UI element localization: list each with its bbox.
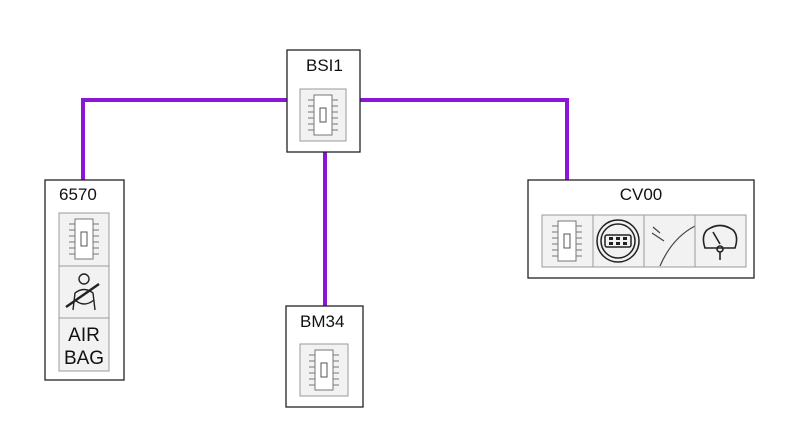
node-cv00-chip-panel bbox=[541, 214, 594, 268]
node-cv00-steering-panel bbox=[592, 214, 645, 268]
seatbelt-person-icon bbox=[65, 273, 100, 311]
node-bm34[interactable]: BM34 bbox=[285, 305, 364, 408]
node-cv00-gauge-panel bbox=[694, 214, 747, 268]
node-bsi1-chip-panel bbox=[299, 88, 347, 142]
airbag-caption-line-2: BAG bbox=[64, 348, 104, 369]
wire-group bbox=[81, 98, 569, 306]
node-bsi1-label: BSI1 bbox=[306, 56, 343, 75]
steering-wheel-icon bbox=[596, 219, 640, 263]
node-6570-chip-panel bbox=[58, 212, 110, 267]
node-6570-seatbelt-panel bbox=[58, 265, 110, 319]
node-bsi1[interactable]: BSI1 bbox=[286, 49, 361, 153]
node-cv00-label: CV00 bbox=[620, 185, 663, 204]
node-6570-caption-panel: AIR BAG bbox=[58, 317, 110, 372]
wire-bsi1-to-6570 bbox=[81, 98, 287, 180]
node-cv00-wiper-panel bbox=[643, 214, 696, 268]
node-cv00[interactable]: CV00 bbox=[527, 179, 755, 279]
node-6570-label: 6570 bbox=[59, 185, 97, 204]
airbag-caption-line-1: AIR bbox=[68, 325, 100, 346]
wire-bsi1-to-cv00 bbox=[360, 98, 569, 180]
dashboard-gauge-icon bbox=[702, 224, 738, 260]
wiper-sweep-icon bbox=[651, 225, 696, 267]
node-6570[interactable]: 6570 AIR BAG bbox=[44, 179, 125, 381]
node-bm34-chip-panel bbox=[299, 343, 349, 397]
node-bm34-label: BM34 bbox=[300, 312, 344, 331]
